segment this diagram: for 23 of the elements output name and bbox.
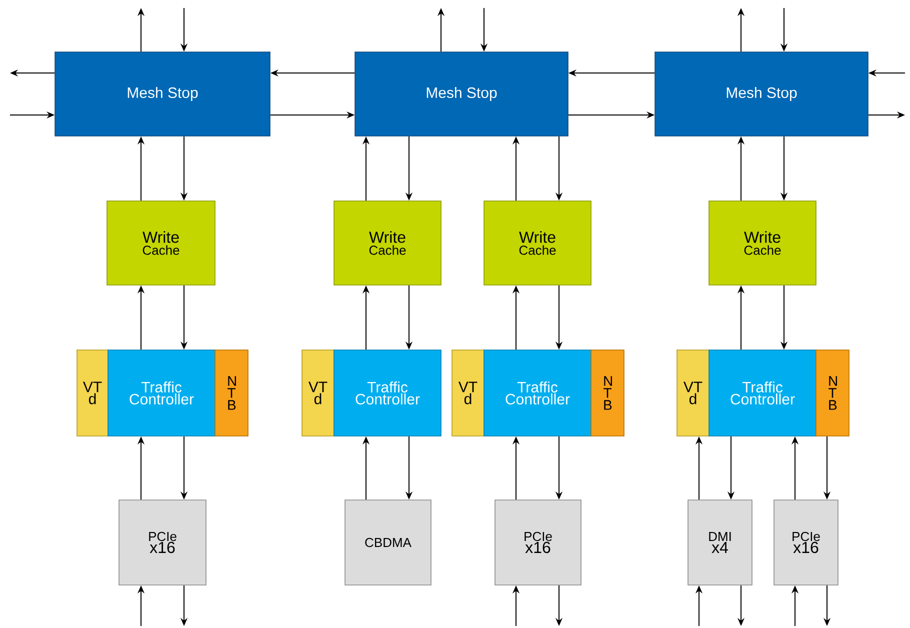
ntb-box: N T B — [214, 350, 248, 436]
ntb-box: N T B — [816, 350, 850, 436]
write-cache-box: Write Cache — [334, 200, 442, 286]
ntb-box: N T B — [590, 350, 624, 436]
io-box: PCIe x16 — [774, 500, 838, 586]
io-box: DMI x4 — [688, 500, 752, 586]
traffic-controller-box: Traffic Controller — [108, 350, 216, 436]
write-cache-box: Write Cache — [106, 200, 216, 286]
write-cache-box: Write Cache — [708, 200, 816, 286]
vtd-box: VT d — [76, 350, 108, 436]
vtd-box: VT d — [302, 350, 334, 436]
io-box: PCIe x16 — [118, 500, 206, 586]
mesh-stop-box: Mesh Stop — [54, 52, 270, 136]
mesh-stop-box: Mesh Stop — [654, 52, 868, 136]
write-cache-box: Write Cache — [484, 200, 592, 286]
traffic-controller-box: Traffic Controller — [484, 350, 592, 436]
mesh-stop-box: Mesh Stop — [354, 52, 568, 136]
io-box: PCIe x16 — [494, 500, 582, 586]
io-box: CBDMA — [344, 500, 432, 586]
vtd-box: VT d — [676, 350, 710, 436]
traffic-controller-box: Traffic Controller — [334, 350, 442, 436]
traffic-controller-box: Traffic Controller — [708, 350, 816, 436]
vtd-box: VT d — [452, 350, 484, 436]
